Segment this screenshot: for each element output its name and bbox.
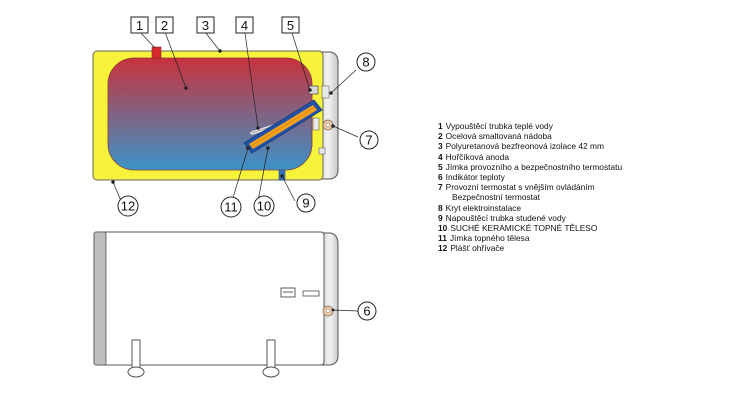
legend-item-number: 9 bbox=[438, 212, 443, 223]
callout-7: 7 bbox=[359, 130, 379, 150]
svg-text:10: 10 bbox=[257, 199, 271, 214]
svg-text:1: 1 bbox=[136, 18, 143, 33]
hot-water-outlet bbox=[151, 46, 162, 59]
legend-item-number: 2 bbox=[438, 131, 443, 142]
exterior-temperature-knob bbox=[322, 305, 334, 317]
svg-text:4: 4 bbox=[241, 18, 248, 33]
legend-item-label: Provozní termostat s vnějším ovládáním bbox=[445, 182, 595, 193]
callout-6-exterior: 6 bbox=[357, 301, 377, 321]
cover-terminal-lower bbox=[312, 117, 320, 131]
cover-terminal bbox=[321, 85, 330, 99]
legend-item-label: Jímka topného tělesa bbox=[449, 233, 530, 244]
legend-item-number: 5 bbox=[438, 161, 443, 172]
legend-item-label: Indikátor teploty bbox=[445, 172, 505, 183]
legend-item-label: Hořčíková anoda bbox=[445, 151, 509, 162]
legend-item-label: Napouštěcí trubka studené vody bbox=[445, 212, 566, 223]
temperature-knob bbox=[322, 119, 334, 131]
svg-text:8: 8 bbox=[362, 55, 369, 70]
exterior-end-cap bbox=[93, 231, 107, 366]
svg-text:9: 9 bbox=[302, 196, 309, 211]
callout-5: 5 bbox=[281, 16, 300, 34]
legend-item-number: 12 bbox=[438, 243, 448, 254]
callout-9: 9 bbox=[296, 193, 316, 213]
legend-item-number: 4 bbox=[438, 151, 443, 162]
svg-text:7: 7 bbox=[365, 133, 372, 148]
legend-item-number: 1 bbox=[438, 121, 443, 131]
svg-text:11: 11 bbox=[224, 200, 238, 215]
legend-item-label: Polyuretanová bezfreonová izolace 42 mm bbox=[445, 141, 604, 152]
leader-lines bbox=[111, 31, 359, 202]
warning-label bbox=[280, 287, 296, 298]
svg-text:6: 6 bbox=[363, 304, 370, 319]
legend-item-label: Kryt elektroinstalace bbox=[445, 202, 522, 213]
section-view: 1 2 3 4 5 8 7 9 bbox=[92, 16, 379, 218]
heating-element bbox=[243, 99, 323, 154]
svg-text:12: 12 bbox=[121, 199, 135, 214]
legend-item-number: 7 bbox=[438, 182, 443, 193]
steel-tank bbox=[107, 57, 313, 171]
rating-plate bbox=[302, 290, 320, 297]
legend-item-number: 11 bbox=[438, 233, 447, 244]
exterior-electrical-cover bbox=[321, 232, 339, 366]
legend-item-label: Vypouštěcí trubka teplé vody bbox=[445, 121, 553, 131]
legend-item-label: Ocelová smaltovaná nádoba bbox=[445, 131, 552, 142]
callout-3: 3 bbox=[196, 16, 215, 34]
legend-item-number: 8 bbox=[438, 202, 443, 213]
callout-11: 11 bbox=[220, 196, 242, 218]
svg-text:2: 2 bbox=[161, 18, 168, 33]
callout-10: 10 bbox=[253, 195, 275, 217]
legend-item-continuation: Bezpečnostní termostat bbox=[452, 192, 540, 203]
callout-4: 4 bbox=[235, 16, 254, 34]
legend-item-label: Jímka provozního a bezpečnostního termos… bbox=[445, 161, 623, 172]
indicator-lamp bbox=[318, 147, 326, 155]
exterior-body bbox=[93, 231, 325, 366]
callout-2: 2 bbox=[155, 16, 174, 34]
inlet-outlet-pipes bbox=[127, 339, 280, 378]
callout-8: 8 bbox=[356, 52, 376, 72]
callout-12: 12 bbox=[117, 195, 139, 217]
callout-1: 1 bbox=[130, 16, 149, 34]
exterior-view: 6 bbox=[93, 231, 377, 378]
legend-item-number: 6 bbox=[438, 172, 443, 183]
legend-item-label: SUCHÉ KERAMICKÉ TOPNÉ TĚLESO bbox=[450, 223, 598, 234]
legend-item-label: Plášť ohřívače bbox=[450, 243, 505, 254]
legend-item-number: 3 bbox=[438, 141, 443, 152]
svg-text:3: 3 bbox=[202, 18, 209, 33]
legend-item-number: 10 bbox=[438, 223, 448, 234]
svg-text:5: 5 bbox=[287, 18, 294, 33]
